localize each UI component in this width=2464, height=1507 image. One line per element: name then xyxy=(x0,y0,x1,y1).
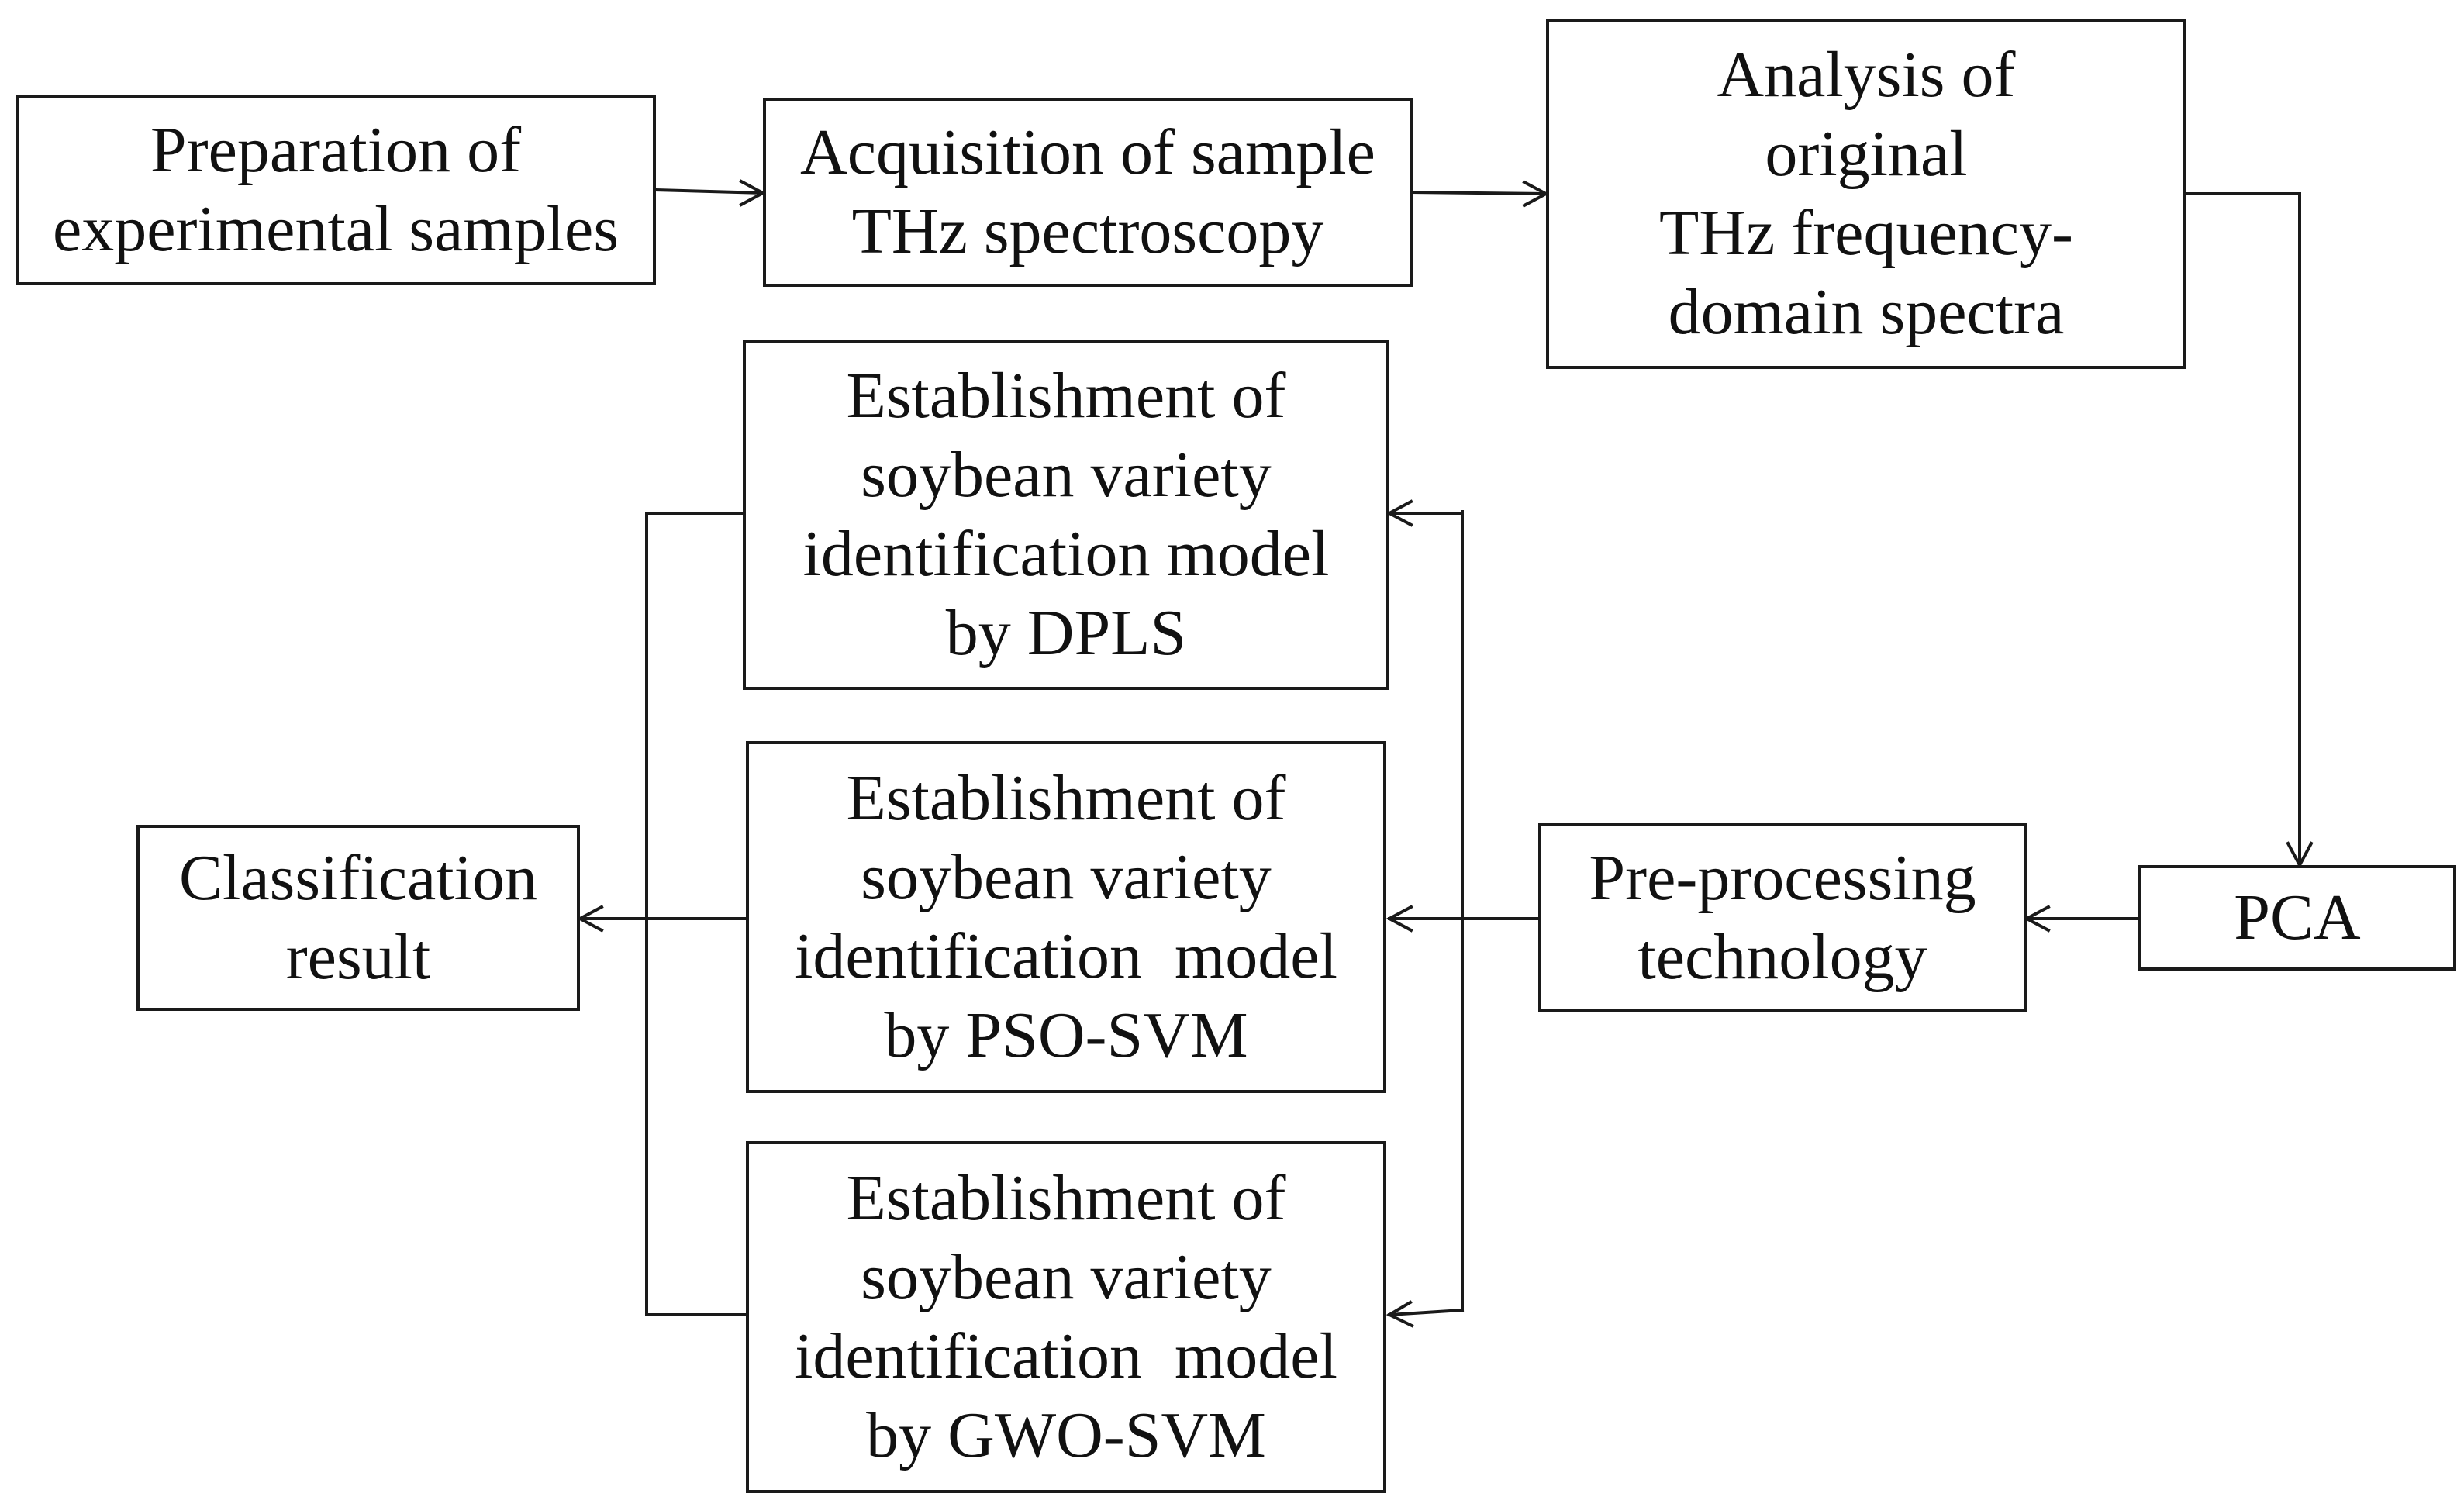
acq-label-line-2: THz spectroscopy xyxy=(851,195,1324,267)
arrowhead-dpls xyxy=(1386,499,1413,527)
dpls-label-line-1: Establishment of xyxy=(846,360,1286,432)
dpls-label-line-4: by DPLS xyxy=(945,597,1187,669)
dpls-label-line-3: identification model xyxy=(802,518,1330,590)
psosvm-label-line-1: Establishment of xyxy=(846,762,1286,834)
dpls-label-line-2: soybean variety xyxy=(861,439,1272,511)
arrowhead-result xyxy=(576,905,604,933)
prep-label-line-1: Preparation of xyxy=(150,114,522,186)
analysis-label-line-2: original xyxy=(1765,118,1968,190)
arrow-acq-to-analysis xyxy=(1410,190,1548,196)
psosvm-label-line-4: by PSO-SVM xyxy=(884,999,1248,1071)
gwosvm-label-line-2: soybean variety xyxy=(861,1241,1272,1313)
preproc-label-line-1: Pre-processing xyxy=(1589,842,1976,914)
arrow-prep-to-acq xyxy=(654,188,765,195)
analysis-label-line-1: Analysis of xyxy=(1717,39,2016,111)
arrowhead-gwosvm xyxy=(1386,1300,1414,1328)
psosvm-label-line-2: soybean variety xyxy=(861,841,1272,913)
acq-label-line-1: Acquisition of sample xyxy=(800,116,1375,188)
result-label-line-2: result xyxy=(285,921,431,993)
node-pca: PCA xyxy=(2138,865,2456,971)
result-label-line-1: Classification xyxy=(179,842,537,914)
arrowhead-preproc xyxy=(2023,905,2051,933)
analysis-label-line-4: domain spectra xyxy=(1668,276,2065,348)
arrow-bus-to-gwosvm xyxy=(1387,1308,1465,1317)
analysis-label-line-3: THz frequency- xyxy=(1658,197,2074,269)
arrowhead-psosvm xyxy=(1386,905,1413,933)
preproc-label-line-2: technology xyxy=(1637,921,1927,993)
prep-label-line-2: experimental samples xyxy=(52,193,619,265)
gwosvm-label-line-4: by GWO-SVM xyxy=(866,1399,1266,1471)
pca-label-line-1: PCA xyxy=(2234,881,2361,954)
arrow-analysis-to-pca xyxy=(2185,192,2301,867)
gwosvm-label-line-1: Establishment of xyxy=(846,1162,1286,1234)
psosvm-label-line-3: identification model xyxy=(795,920,1337,992)
gwosvm-label-line-3: identification model xyxy=(795,1320,1337,1392)
